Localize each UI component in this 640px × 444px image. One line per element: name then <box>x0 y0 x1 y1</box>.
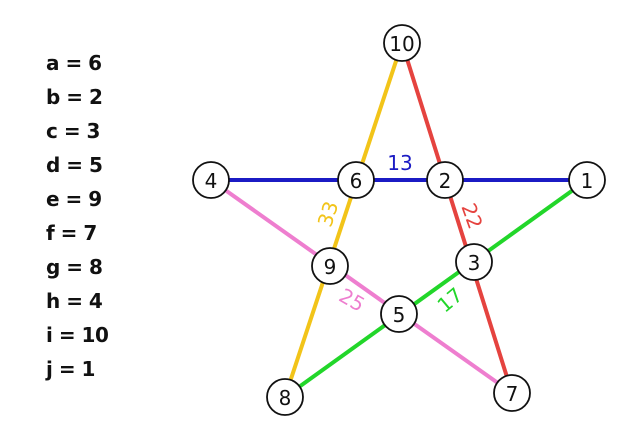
variable-legend: a = 6 b = 2 c = 3 d = 5 e = 9 f = 7 g = 8 h = 4… <box>46 46 109 386</box>
node-label: 4 <box>205 169 218 193</box>
edge-1-8 <box>283 178 589 399</box>
edges-layer <box>209 41 589 399</box>
node-circle <box>266 378 304 416</box>
legend-item-f: f = 7 <box>46 221 97 245</box>
node-circle <box>311 247 349 285</box>
node-10: 10 <box>383 24 421 62</box>
node-6: 6 <box>337 161 375 199</box>
node-label: 7 <box>506 382 519 406</box>
node-2: 2 <box>426 161 464 199</box>
legend-item-d: d = 5 <box>46 153 103 177</box>
legend-item-j: j = 1 <box>46 357 95 381</box>
node-circle <box>455 243 493 281</box>
node-4: 4 <box>192 161 230 199</box>
node-circle <box>568 161 606 199</box>
node-8: 8 <box>266 378 304 416</box>
legend-item-g: g = 8 <box>46 255 103 279</box>
nodes-layer: 10 4 6 2 1 9 3 5 8 7 <box>192 24 606 416</box>
node-7: 7 <box>493 374 531 412</box>
node-label: 5 <box>393 303 406 327</box>
legend-item-a: a = 6 <box>46 51 102 75</box>
node-5: 5 <box>380 295 418 333</box>
node-label: 10 <box>389 32 414 56</box>
node-circle <box>426 161 464 199</box>
node-circle <box>192 161 230 199</box>
legend-item-h: h = 4 <box>46 289 103 313</box>
edge-sum-label: 13 <box>387 151 412 175</box>
legend-item-c: c = 3 <box>46 119 100 143</box>
edge-10-7 <box>400 41 514 395</box>
edge-4-7 <box>209 178 514 395</box>
node-circle <box>337 161 375 199</box>
legend-item-i: i = 10 <box>46 323 109 347</box>
node-label: 3 <box>468 251 481 275</box>
node-label: 9 <box>324 255 337 279</box>
node-label: 6 <box>350 169 363 193</box>
node-label: 8 <box>279 386 292 410</box>
node-3: 3 <box>455 243 493 281</box>
node-label: 1 <box>581 169 594 193</box>
node-circle <box>493 374 531 412</box>
node-1: 1 <box>568 161 606 199</box>
edge-sum-label: 33 <box>313 198 344 230</box>
node-circle <box>380 295 418 333</box>
legend-item-e: e = 9 <box>46 187 102 211</box>
node-9: 9 <box>311 247 349 285</box>
legend-item-b: b = 2 <box>46 85 103 109</box>
node-label: 2 <box>439 169 452 193</box>
edge-10-8 <box>283 41 404 399</box>
node-circle <box>383 24 421 62</box>
